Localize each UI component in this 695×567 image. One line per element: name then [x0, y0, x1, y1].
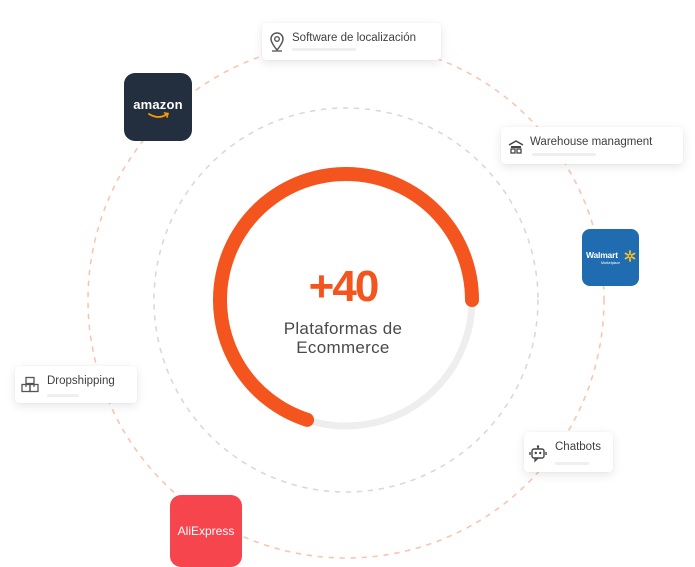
card-localizacion-label: Software de localización — [292, 32, 417, 44]
card-warehouse-label: Warehouse managment — [530, 136, 653, 148]
outer-dashed-ring — [87, 41, 605, 559]
location-pin-icon — [270, 32, 284, 52]
label-line-2: Ecommerce — [296, 338, 390, 357]
platform-count-label: Plataformas de Ecommerce — [233, 319, 453, 357]
warehouse-icon — [508, 140, 524, 154]
aliexpress-logo[interactable]: AliExpress — [170, 495, 242, 567]
amazon-logo[interactable]: amazon — [124, 73, 192, 141]
label-line-1: Plataformas de — [283, 319, 403, 338]
aliexpress-logo-text: AliExpress — [177, 524, 235, 538]
card-localizacion-bar — [292, 48, 356, 51]
amazon-logo-text: amazon — [133, 97, 183, 112]
amazon-smile-icon — [148, 112, 170, 118]
walmart-spark-icon — [624, 250, 636, 262]
card-chatbots-bar — [555, 462, 589, 465]
card-warehouse-bar — [532, 153, 596, 156]
walmart-logo-text: Walmart — [586, 250, 618, 260]
card-dropshipping-label: Dropshipping — [47, 375, 115, 387]
robot-icon — [529, 445, 547, 463]
walmart-logo[interactable]: Walmart Marketplace — [582, 229, 639, 286]
progress-arc — [213, 167, 479, 427]
boxes-icon — [21, 376, 39, 393]
card-dropshipping-bar — [47, 394, 79, 397]
card-warehouse[interactable]: Warehouse managment — [501, 127, 683, 164]
card-localizacion[interactable]: Software de localización — [262, 23, 441, 60]
walmart-logo-subtext: Marketplace — [601, 261, 621, 265]
platform-count: +40 — [308, 262, 380, 311]
card-chatbots[interactable]: Chatbots — [524, 432, 613, 472]
card-dropshipping[interactable]: Dropshipping — [15, 366, 137, 403]
card-chatbots-label: Chatbots — [555, 441, 602, 453]
inner-dashed-ring — [153, 107, 539, 493]
